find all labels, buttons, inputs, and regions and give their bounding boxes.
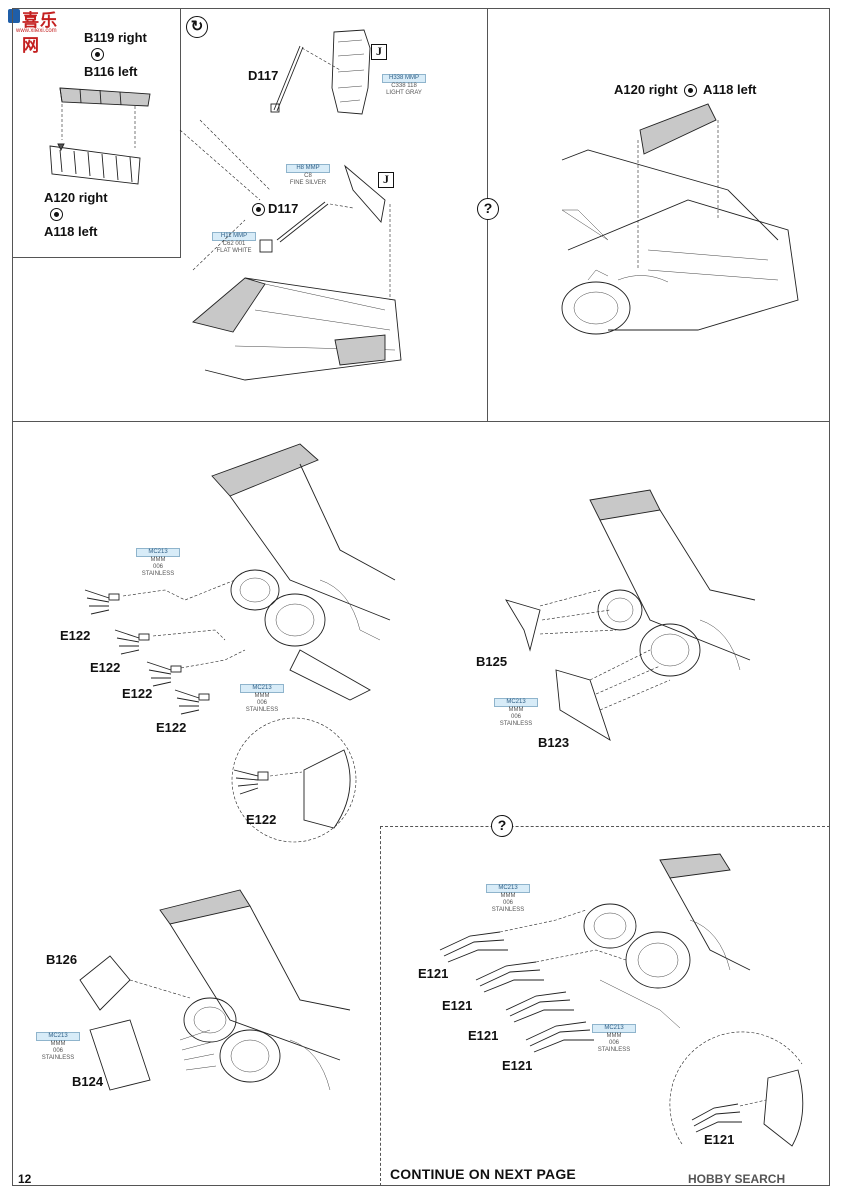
paint-line3: 006 [510,714,521,720]
paint-code: H11 MMP [212,232,256,241]
rotate-step-icon: ↻ [186,16,208,38]
paint-code: MC213 [36,1032,80,1041]
leader-lines-top [179,119,271,201]
logo-text: 喜乐网 [22,11,58,55]
paint-line2: MMM [50,1041,66,1047]
paint-code: H8 MMP [286,164,330,173]
part-b123: B123 [538,735,570,750]
detail-circle-e122 [231,717,357,843]
part-b126: B126 [46,952,78,967]
top-step-frame [12,8,830,422]
paint-callout-stainless-mid-left-bottom: MC213 MMM 006 STAINLESS [240,684,284,714]
center-step-frame [12,422,830,1186]
paint-line2: C62 001 [222,241,246,247]
logo-icon [8,9,20,23]
part-e121-4: E121 [502,1058,533,1073]
part-b124: B124 [72,1074,104,1089]
part-e122-1: E122 [60,628,91,643]
paint-line3: LIGHT GRAY [386,90,422,96]
paint-line3: FINE SILVER [289,180,327,186]
paint-code: MC213 [592,1024,636,1033]
paint-line2: C8 [304,173,312,179]
fuselage-drawing-bottom-right [583,853,751,1029]
top-inset-frame [12,8,181,258]
actuator-rods-mid-left [84,579,246,715]
fuselage-drawing-mid-right [505,489,756,742]
logo-url: www.xilexi.com [16,28,57,34]
bottom-right-option-frame [380,826,830,1186]
paint-line2: MMM [500,893,516,899]
glue-icon-d117 [252,203,265,216]
paint-callout-fine-silver: H8 MMP C8 FINE SILVER [286,164,330,187]
d117-strut-upper [270,45,341,113]
flap-inset-drawing [49,87,151,185]
j-mark-lower: J [378,172,394,188]
part-e121-3: E121 [468,1028,499,1043]
paint-line2: C338 118 [391,83,417,89]
part-e122-3: E122 [122,686,153,701]
part-d117-upper: D117 [248,68,279,83]
glue-icon-a120 [50,208,63,221]
glue-icon-a120-right [684,84,697,97]
label-b116-left: B116 left [84,64,138,79]
continue-next-page: CONTINUE ON NEXT PAGE [390,1166,576,1182]
actuator-rods-bottom-right [439,909,627,1053]
label-a118-left-inset: A118 left [44,224,98,239]
detail-circle-e121 [669,1031,804,1147]
paint-line2: MMM [150,557,166,563]
hobby-search-watermark: HOBBY SEARCH [688,1172,786,1186]
paint-callout-stainless-mid-left-top: MC213 MMM 006 STAINLESS [136,548,180,578]
option-icon-bottom: ? [491,815,513,837]
paint-line2: MMM [508,707,524,713]
label-b119-right: B119 right [84,30,147,45]
paint-code: H338 MMP [382,74,426,83]
paint-callout-flat-white: H11 MMP C62 001 FLAT WHITE [212,232,256,255]
paint-line4: STAINLESS [491,907,525,913]
site-logo: 喜乐网 www.xilexi.com [8,6,70,55]
paint-callout-light-gray: H338 MMP C338 118 LIGHT GRAY [382,74,426,97]
glue-icon-b119 [91,48,104,61]
paint-code: MC213 [486,884,530,893]
j-mark-upper: J [371,44,387,60]
part-e121-1: E121 [418,966,449,981]
part-e122-4: E122 [156,720,187,735]
fuselage-drawing-bottom-left [79,889,351,1091]
paint-line3: FLAT WHITE [216,248,252,254]
label-a118-left: A118 left [703,82,757,97]
part-b125: B125 [476,654,508,669]
paint-line3: 006 [256,700,267,706]
paint-line3: 006 [502,900,513,906]
paint-callout-stainless-bottom-right-bottom: MC213 MMM 006 STAINLESS [592,1024,636,1054]
option-icon-top: ? [477,198,499,220]
paint-line3: 006 [608,1040,619,1046]
label-a120-right-inset: A120 right [44,190,108,205]
fuselage-drawing-top-left [192,164,402,381]
paint-code: MC213 [240,684,284,693]
paint-line4: STAINLESS [141,571,175,577]
paint-line4: STAINLESS [499,721,533,727]
paint-code: MC213 [136,548,180,557]
paint-line3: 006 [152,564,163,570]
detail-part-e121: E121 [704,1132,735,1147]
paint-line4: STAINLESS [245,707,279,713]
paint-callout-stainless-mid-right: MC213 MMM 006 STAINLESS [494,698,538,728]
paint-line2: MMM [606,1033,622,1039]
paint-line4: STAINLESS [597,1047,631,1053]
paint-line2: MMM [254,693,270,699]
fuselage-drawing-top-right [561,103,799,335]
paint-line4: STAINLESS [41,1055,75,1061]
paint-line3: 006 [52,1048,63,1054]
fuselage-drawing-mid-left [211,443,396,701]
part-d117-lower: D117 [268,201,299,216]
label-a120-right: A120 right [614,82,678,97]
part-e121-2: E121 [442,998,473,1013]
page-number: 12 [18,1172,32,1186]
detail-part-e122: E122 [246,812,277,827]
paint-callout-stainless-bottom-left: MC213 MMM 006 STAINLESS [36,1032,80,1062]
paint-callout-stainless-bottom-right-top: MC213 MMM 006 STAINLESS [486,884,530,914]
part-e122-2: E122 [90,660,121,675]
paint-code: MC213 [494,698,538,707]
bay-part-upper [331,29,371,115]
